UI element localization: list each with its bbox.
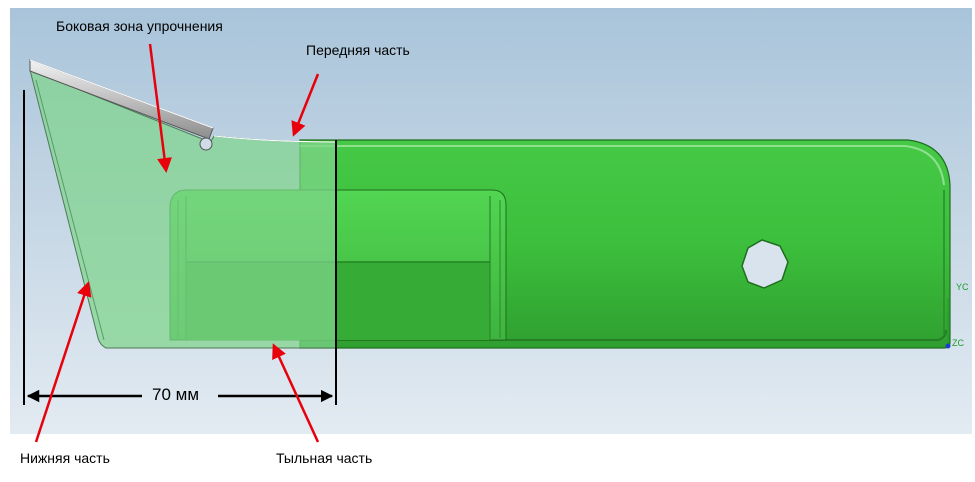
label-back-part: Тыльная часть — [276, 450, 373, 466]
arrow-side-zone — [148, 43, 172, 173]
part-blade — [29, 59, 214, 151]
arrow-front-part — [291, 73, 320, 137]
label-bottom-part: Нижняя часть — [20, 450, 110, 466]
part-transparent-section — [29, 69, 337, 349]
axis-label-zc: ZC — [952, 338, 964, 348]
arrow-bottom-part — [34, 281, 92, 443]
axis-triad — [945, 298, 951, 349]
part-hole — [741, 239, 789, 289]
label-front-part: Передняя часть — [306, 42, 410, 58]
arrow-back-part — [272, 343, 320, 443]
label-side-zone: Боковая зона упрочнения — [56, 18, 223, 34]
dimension-label: 70 мм — [152, 385, 200, 404]
axis-label-yc: YC — [956, 282, 969, 292]
